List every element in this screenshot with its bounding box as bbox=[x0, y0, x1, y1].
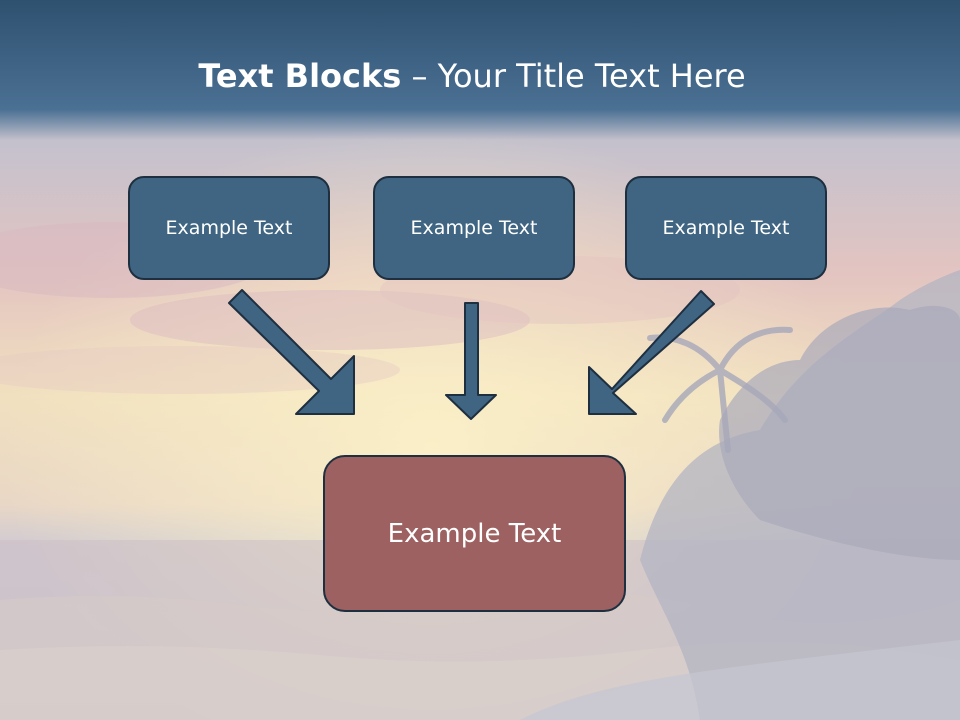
title-bold-part: Text Blocks bbox=[198, 57, 402, 95]
target-text-block[interactable]: Example Text bbox=[323, 455, 626, 612]
title-dash: – bbox=[401, 57, 438, 95]
text-block-3[interactable]: Example Text bbox=[625, 176, 827, 280]
title-rest-part: Your Title Text Here bbox=[437, 57, 746, 95]
text-block-1-label: Example Text bbox=[165, 217, 293, 239]
arrow-center-down bbox=[445, 302, 497, 420]
text-block-2[interactable]: Example Text bbox=[373, 176, 575, 280]
target-text-block-label: Example Text bbox=[387, 518, 562, 549]
arrow-right-diagonal bbox=[588, 290, 715, 415]
text-block-3-label: Example Text bbox=[662, 217, 790, 239]
slide-title: Text Blocks – Your Title Text Here bbox=[0, 52, 944, 100]
text-block-2-label: Example Text bbox=[410, 217, 538, 239]
arrow-left-diagonal bbox=[228, 289, 355, 415]
title-banner bbox=[0, 0, 960, 140]
text-block-1[interactable]: Example Text bbox=[128, 176, 330, 280]
